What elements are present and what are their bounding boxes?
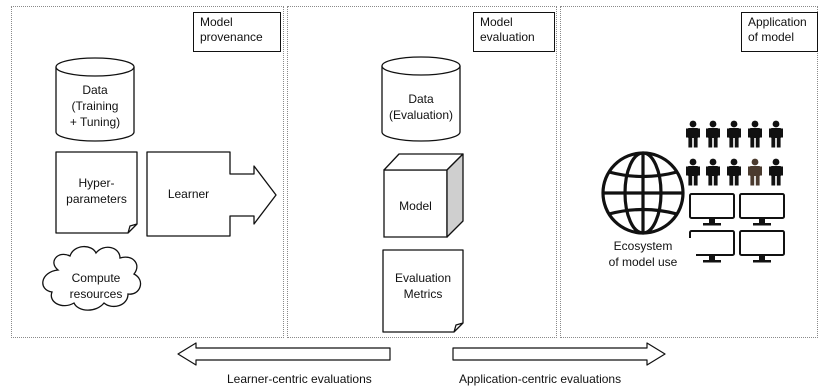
application-centric-label: Application-centric evaluations (459, 372, 622, 386)
person-icon (706, 158, 720, 186)
monitor-icon (739, 230, 785, 264)
learner-centric-arrow (177, 342, 391, 366)
person-icon (706, 120, 720, 148)
globe-icon (601, 151, 685, 235)
hyperparameters-label: Hyper- parameters (66, 176, 127, 206)
application-panel (560, 6, 818, 338)
person-icon (686, 158, 700, 186)
training-data-label: Data (Training + Tuning) (69, 83, 121, 129)
metrics-document (382, 249, 464, 333)
person-icon (727, 120, 741, 148)
evaluation-data-label: Data (Evaluation) (388, 92, 454, 122)
monitor-icon (689, 193, 735, 227)
hyperparameters-document (55, 151, 138, 234)
evaluation-title: Model evaluation (473, 12, 555, 52)
learner-label: Learner (167, 187, 210, 201)
highlighted-person-icon (748, 158, 762, 186)
person-icon (748, 120, 762, 148)
provenance-title: Model provenance (193, 12, 281, 52)
training-data-cylinder (55, 57, 135, 142)
provenance-panel (11, 6, 284, 338)
compute-cloud (42, 245, 142, 311)
learner-centric-label: Learner-centric evaluations (227, 372, 372, 386)
people-row-2 (686, 158, 783, 186)
monitor-icon (739, 193, 785, 227)
evaluation-data-cylinder (381, 56, 461, 142)
monitor-icon (689, 230, 735, 264)
compute-label: Compute resources (69, 271, 123, 301)
model-label: Model (399, 199, 432, 213)
monitors (689, 193, 785, 264)
model-cube (383, 153, 464, 238)
application-title: Application of model (741, 12, 818, 52)
person-icon (769, 120, 783, 148)
person-icon (769, 158, 783, 186)
application-centric-arrow (452, 342, 666, 366)
person-icon (686, 120, 700, 148)
evaluation-panel (287, 6, 557, 338)
ecosystem-label: Ecosystem of model use (590, 238, 696, 270)
learner-block-arrow (146, 151, 277, 237)
people-row-1 (686, 120, 783, 148)
metrics-label: Evaluation Metrics (394, 271, 452, 301)
person-icon (727, 158, 741, 186)
